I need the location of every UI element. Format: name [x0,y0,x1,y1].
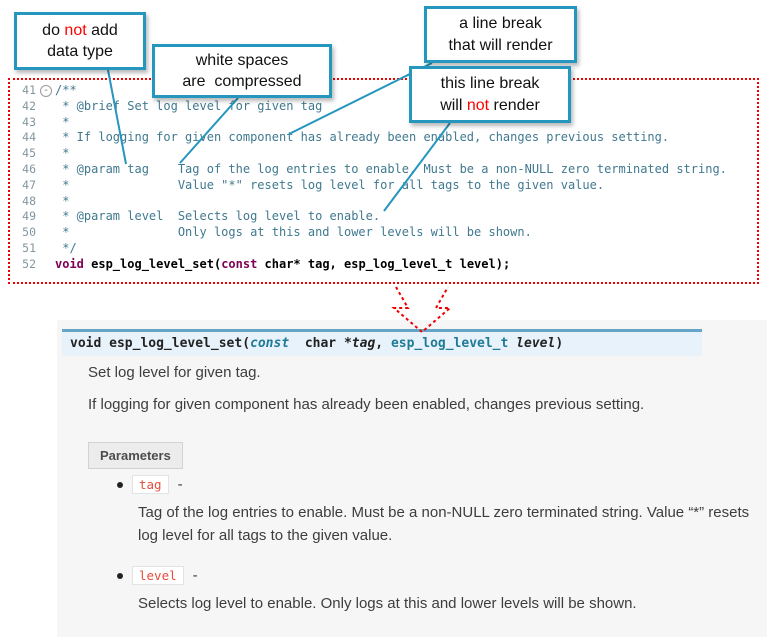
line-number: 49 [22,209,36,224]
code-line: 42 * @brief Set log level for given tag [10,99,757,115]
fold-marker-icon [40,117,52,129]
param-term: level - [117,566,747,585]
code-fragment: esp_log_level_set( [83,256,222,271]
emphasis-not: not [466,96,490,114]
fold-marker-icon [40,259,52,271]
keyword-void: void [55,256,84,271]
code-line: 41 - /** [10,83,757,99]
fold-marker-icon [40,211,52,223]
line-number: 48 [22,193,36,208]
rendered-docs-panel: void esp_log_level_set(const char *tag, … [57,320,767,637]
code-text: * [55,146,70,161]
code-text: * @brief Set log level for given tag [55,98,323,113]
fold-marker-icon [40,180,52,192]
callout-line-break-not-render: this line break will not render [409,66,571,123]
function-signature: void esp_log_level_set(const char *tag, … [62,329,702,356]
line-number: 45 [22,146,36,161]
callout-text: data type [47,43,113,60]
code-line: 47 * Value "*" resets log level for all … [10,178,757,194]
line-number: 43 [22,114,36,129]
line-number: 52 [22,256,36,271]
code-text: * @param level Selects log level to enab… [55,209,381,224]
line-number: 46 [22,161,36,176]
code-line: 43 * [10,115,757,131]
line-number: 51 [22,240,36,255]
callout-text: this line break [440,75,540,93]
code-line: 49 * @param level Selects log level to e… [10,209,757,225]
sig-comma: , [375,336,391,351]
line-number: 47 [22,177,36,192]
sig-function-name: esp_log_level_set [109,336,243,351]
code-line: 48 * [10,194,757,210]
code-line: 44 * If logging for given component has … [10,130,757,146]
line-number: 50 [22,225,36,240]
param-list-item: tag - Tag of the log entries to enable. … [117,475,750,547]
sig-param-level: level [516,336,556,351]
param-description: Tag of the log entries to enable. Must b… [138,504,750,544]
code-text: * If logging for given component has alr… [55,130,670,145]
param-dash: - [177,476,183,493]
sig-param-tag: tag [351,336,376,351]
callout-text: will not render [440,96,540,114]
fold-marker-icon [40,196,52,208]
code-text: /** [55,83,77,97]
callout-do-not-add-data-type: do not add data type [14,12,146,70]
line-number: 41 [22,83,36,97]
code-text: * @param tag Tag of the log entries to e… [55,161,727,176]
code-editor: 41 - /** 42 * @brief Set log level for g… [8,78,759,284]
param-term: tag - [117,475,747,494]
param-list-item: level - Selects log level to enable. Onl… [117,566,747,615]
fold-marker-icon [40,148,52,160]
code-line: 51 */ [10,241,757,257]
callout-text: a line break [459,15,542,33]
bullet-icon [117,481,123,488]
brief-description: Set log level for given tag. [88,364,261,381]
emphasis-not: not [64,21,87,39]
sig-char-type: char * [289,336,352,351]
code-line: 52 void esp_log_level_set(const char* ta… [10,257,757,273]
sig-const-keyword: const [250,336,290,351]
keyword-const: const [221,256,258,271]
param-name-chip: tag [132,475,169,494]
sig-return-type: void [70,336,110,351]
code-text: * [55,114,70,129]
code-text: * [55,193,70,208]
sig-paren: ) [555,336,564,351]
fold-marker-icon [40,164,52,176]
callout-text: white spaces [195,51,289,69]
param-name-chip: level [132,566,184,585]
code-fragment: char* tag, esp_log_level_t level); [257,256,511,271]
code-line: 46 * @param tag Tag of the log entries t… [10,162,757,178]
callout-text: that will render [448,36,553,54]
code-text: * Value "*" resets log level for all tag… [55,177,605,192]
fold-marker-icon [40,101,52,113]
code-text: */ [55,240,77,255]
param-dash: - [192,567,198,584]
bullet-icon [117,572,123,579]
code-line: 50 * Only logs at this and lower levels … [10,225,757,241]
line-number: 44 [22,130,36,145]
fold-marker-icon[interactable]: - [40,85,52,97]
code-line: 45 * [10,146,757,162]
sig-paren: ( [242,336,251,351]
callout-white-spaces-compressed: white spaces are compressed [152,44,332,98]
code-text: void esp_log_level_set(const char* tag, … [55,257,510,273]
sig-type-link[interactable]: esp_log_level_t [390,336,517,351]
callout-line-break-renders: a line break that will render [424,6,577,63]
callout-text: do not add [42,21,118,39]
detailed-description: If logging for given component has alrea… [88,396,645,413]
fold-marker-icon [40,243,52,255]
fold-marker-icon [40,227,52,239]
code-text: * Only logs at this and lower levels wil… [55,225,532,240]
fold-marker-icon [40,132,52,144]
line-number: 42 [22,98,36,113]
callout-text: are compressed [182,73,302,90]
param-description: Selects log level to enable. Only logs a… [138,595,637,612]
parameters-label: Parameters [88,442,183,469]
